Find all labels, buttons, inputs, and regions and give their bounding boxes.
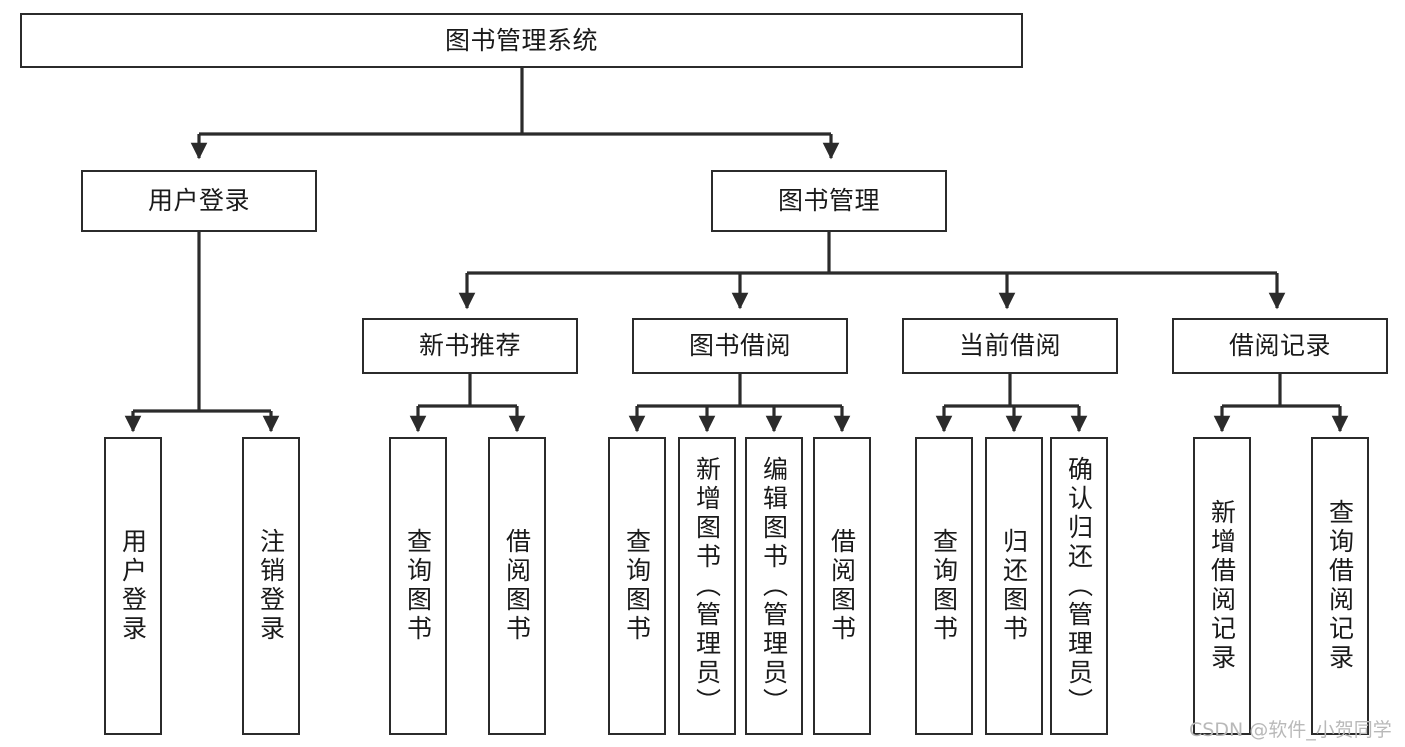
node-label: 查询借阅记录 [1325, 499, 1355, 673]
node-label: 归还图书 [999, 528, 1029, 644]
node-new-book-recommend[interactable]: 新书推荐 [362, 318, 578, 374]
leaf-user-login-login[interactable]: 用户登录 [104, 437, 162, 735]
node-root-system[interactable]: 图书管理系统 [20, 13, 1023, 68]
node-label: 查询图书 [403, 528, 433, 644]
node-label: 借阅图书 [502, 528, 532, 644]
node-label: 借阅图书 [827, 528, 857, 644]
node-label: 新增借阅记录 [1207, 499, 1237, 673]
node-label: 注销登录 [256, 528, 286, 644]
node-borrow-record[interactable]: 借阅记录 [1172, 318, 1388, 374]
leaf-current-confirm-return-admin[interactable]: 确认归还（管理员） [1050, 437, 1108, 735]
leaf-record-add-record[interactable]: 新增借阅记录 [1193, 437, 1251, 735]
leaf-user-login-logout[interactable]: 注销登录 [242, 437, 300, 735]
node-label: 用户登录 [147, 186, 250, 215]
leaf-recommend-query-book[interactable]: 查询图书 [389, 437, 447, 735]
leaf-current-query-book[interactable]: 查询图书 [915, 437, 973, 735]
node-label: 查询图书 [929, 528, 959, 644]
node-label: 图书管理 [777, 186, 880, 215]
node-current-borrow[interactable]: 当前借阅 [902, 318, 1118, 374]
leaf-borrow-query-book[interactable]: 查询图书 [608, 437, 666, 735]
node-label: 借阅记录 [1228, 331, 1331, 360]
leaf-borrow-borrow-book[interactable]: 借阅图书 [813, 437, 871, 735]
node-label: 新书推荐 [418, 331, 521, 360]
leaf-borrow-edit-book-admin[interactable]: 编辑图书（管理员） [745, 437, 803, 735]
leaf-record-query-record[interactable]: 查询借阅记录 [1311, 437, 1369, 735]
node-user-login[interactable]: 用户登录 [81, 170, 317, 232]
leaf-borrow-add-book-admin[interactable]: 新增图书（管理员） [678, 437, 736, 735]
node-book-borrow[interactable]: 图书借阅 [632, 318, 848, 374]
node-label: 新增图书（管理员） [692, 455, 722, 717]
node-label: 用户登录 [118, 528, 148, 644]
node-label: 确认归还（管理员） [1064, 455, 1094, 717]
node-label: 图书管理系统 [444, 25, 598, 55]
leaf-current-return-book[interactable]: 归还图书 [985, 437, 1043, 735]
leaf-recommend-borrow-book[interactable]: 借阅图书 [488, 437, 546, 735]
csdn-watermark: CSDN @软件_小贺同学 [1189, 719, 1392, 741]
node-label: 图书借阅 [688, 331, 791, 360]
node-label: 查询图书 [622, 528, 652, 644]
node-book-management[interactable]: 图书管理 [711, 170, 947, 232]
node-label: 当前借阅 [958, 331, 1061, 360]
node-label: 编辑图书（管理员） [759, 455, 789, 717]
